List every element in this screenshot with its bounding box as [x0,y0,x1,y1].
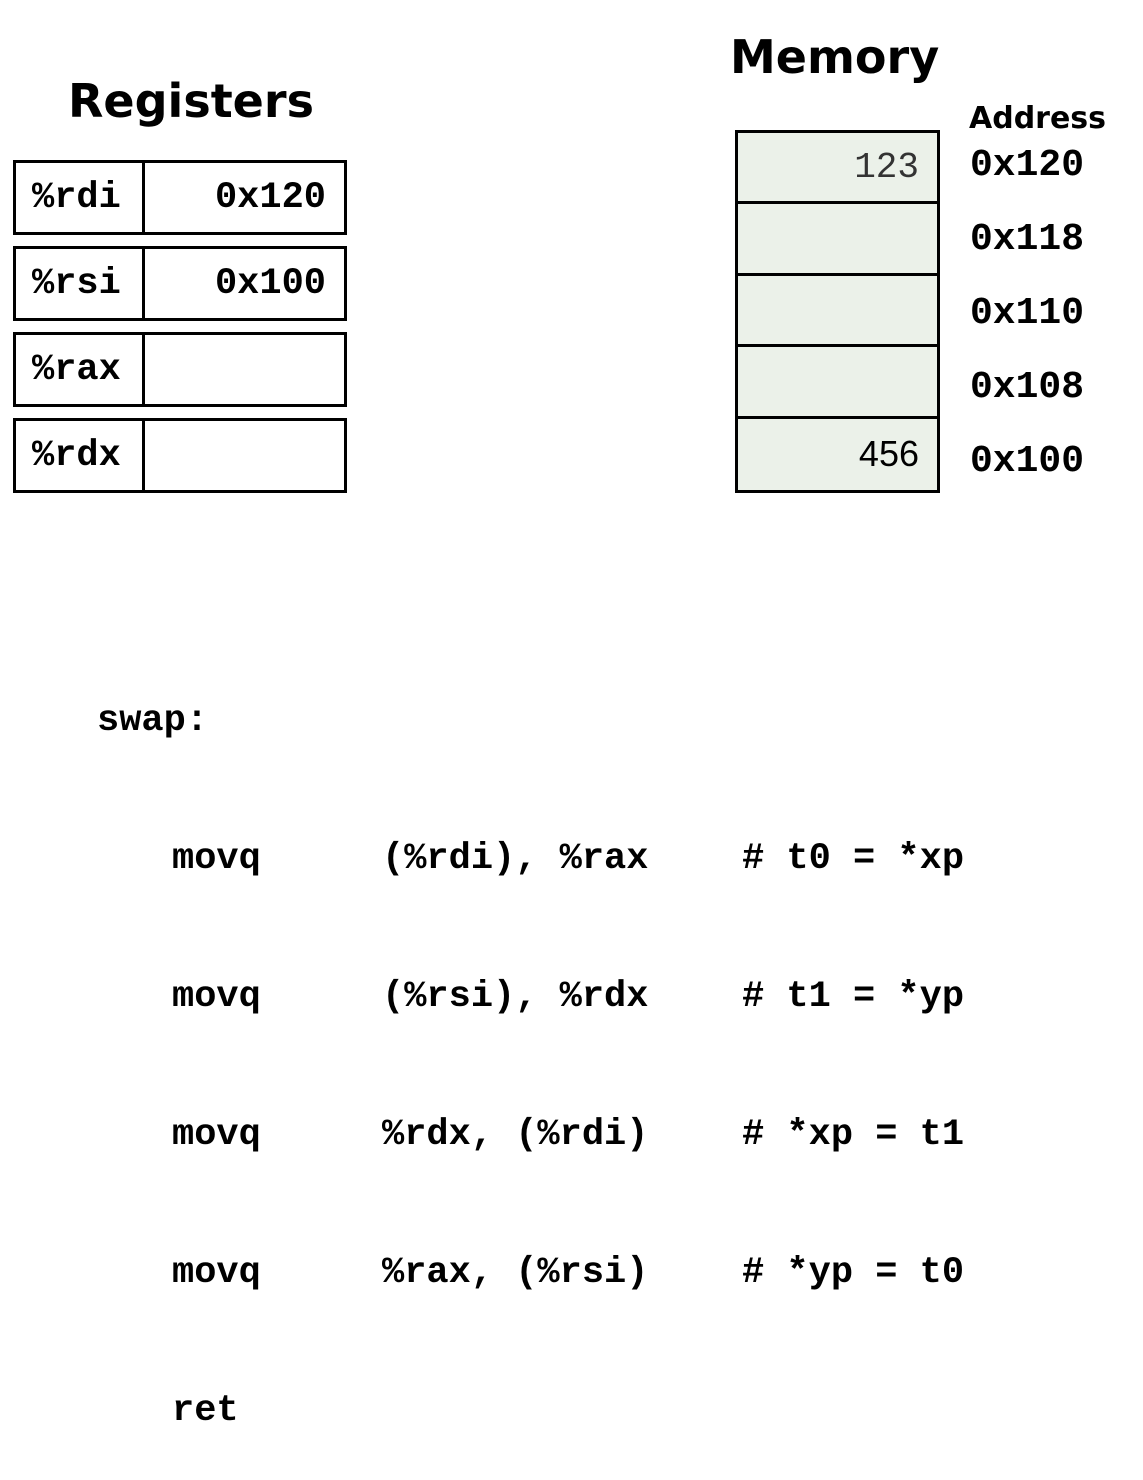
memory-cell-0x100: 456 [858,433,919,475]
memory-cell-0x118 [738,204,937,276]
code-args [382,1388,742,1434]
register-value [145,421,344,490]
memory-column: 123 456 [735,130,940,493]
register-rsi: %rsi 0x100 [13,246,347,321]
address-label: 0x118 [970,218,1085,261]
address-label: 0x110 [970,292,1085,335]
code-op: movq [172,1252,261,1294]
memory-cell-0x120: 123 [738,133,937,205]
code-op: movq [172,976,261,1018]
register-rax: %rax [13,332,347,407]
register-rdx: %rdx [13,418,347,493]
code-line: movq %rdx, (%rdi) # *xp = t1 [97,1112,964,1158]
address-header: Address [969,101,1107,136]
code-line: movq (%rsi), %rdx # t1 = *yp [97,974,964,1020]
registers-title: Registers [68,74,314,128]
code-op: movq [172,838,261,880]
code-line: ret [97,1388,964,1434]
register-value: 0x100 [214,262,326,305]
code-comment: # *yp = t0 [742,1252,965,1294]
code-comment: # t1 = *yp [742,976,965,1018]
assembly-code: swap: movq (%rdi), %rax # t0 = *xp movq … [97,606,964,1480]
address-label: 0x108 [970,366,1085,409]
register-value [145,335,344,404]
register-name: %rdi [16,163,145,232]
memory-cell-0x108 [738,347,937,419]
function-label: swap: [97,700,209,742]
code-args: (%rdi), %rax [382,838,649,880]
code-line: movq (%rdi), %rax # t0 = *xp [97,836,964,882]
address-label: 0x100 [970,440,1085,483]
address-label: 0x120 [970,144,1085,187]
code-op: movq [172,1114,261,1156]
code-args: (%rsi), %rdx [382,976,649,1018]
code-op: ret [172,1390,239,1432]
memory-cell-0x110 [738,276,937,348]
register-name: %rsi [16,249,145,318]
code-label-line: swap: [97,698,964,744]
code-args: %rax, (%rsi) [382,1252,649,1294]
code-comment: # t0 = *xp [742,838,965,880]
code-comment: # *xp = t1 [742,1114,965,1156]
register-name: %rax [16,335,145,404]
code-args: %rdx, (%rdi) [382,1114,649,1156]
register-value: 0x120 [214,176,326,219]
memory-title: Memory [730,30,940,84]
code-line: movq %rax, (%rsi) # *yp = t0 [97,1250,964,1296]
register-rdi: %rdi 0x120 [13,160,347,235]
register-name: %rdx [16,421,145,490]
